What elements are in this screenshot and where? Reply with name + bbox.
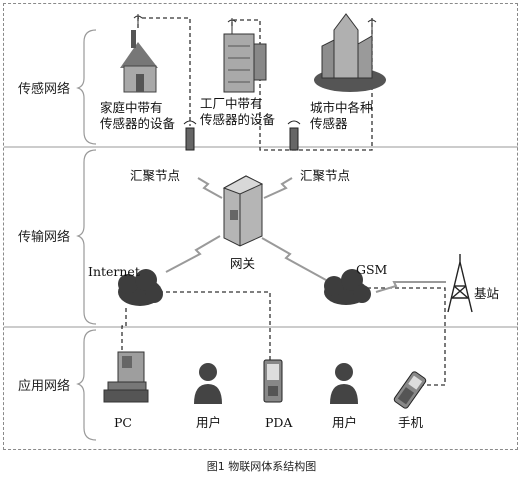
layer-label-transport: 传输网络 bbox=[18, 230, 71, 245]
label-gsm: GSM bbox=[356, 262, 388, 277]
wired-links bbox=[121, 17, 446, 386]
label-sink-node-right: 汇聚节点 bbox=[300, 168, 351, 183]
base-station-tower-icon bbox=[447, 254, 473, 313]
label-factory-devices: 工厂中带有 传感器的设备 bbox=[200, 96, 276, 127]
label-sink-node-left: 汇聚节点 bbox=[130, 168, 181, 183]
application-bracket bbox=[76, 329, 97, 441]
layer-label-sensing: 传感网络 bbox=[18, 82, 71, 97]
wireless-gateway-internet bbox=[165, 235, 221, 273]
label-mobile-phone: 手机 bbox=[398, 415, 424, 430]
user-right-icon bbox=[330, 363, 358, 404]
link-home-sink bbox=[137, 17, 191, 126]
city-antenna-icon bbox=[367, 18, 377, 36]
label-internet: Internet bbox=[88, 264, 140, 279]
label-home-devices: 家庭中带有 传感器的设备 bbox=[100, 100, 176, 131]
link-factory-city bbox=[231, 18, 373, 151]
gateway-icon bbox=[222, 175, 264, 247]
sink-node-left-icon bbox=[183, 120, 197, 151]
link-internet-pda bbox=[152, 291, 271, 360]
user-left-icon bbox=[194, 363, 222, 404]
transport-bracket bbox=[76, 149, 97, 325]
label-city-sensors: 城市中各种 传感器 bbox=[310, 100, 373, 131]
internet-cloud-icon bbox=[118, 269, 163, 306]
figure-caption: 图1 物联网体系结构图 bbox=[206, 460, 317, 473]
label-user-left: 用户 bbox=[196, 415, 222, 430]
link-internet-pc bbox=[121, 308, 127, 352]
pda-icon bbox=[263, 359, 283, 403]
gsm-cloud-icon bbox=[324, 269, 371, 305]
pc-icon bbox=[103, 351, 149, 403]
home-antenna-icon bbox=[133, 14, 143, 28]
label-pda: PDA bbox=[265, 415, 293, 430]
layer-label-application: 应用网络 bbox=[18, 379, 71, 394]
home-building-icon bbox=[120, 30, 158, 93]
diagram-frame bbox=[3, 3, 518, 450]
wireless-links bbox=[165, 177, 446, 293]
sink-node-right-icon bbox=[287, 120, 301, 151]
factory-antenna-icon bbox=[227, 18, 237, 34]
wireless-sink-left-gateway bbox=[197, 177, 223, 199]
wireless-sink-right-gateway bbox=[263, 177, 293, 199]
label-gateway: 网关 bbox=[230, 256, 256, 271]
wireless-gsm-base bbox=[375, 281, 446, 293]
link-gsm-phone bbox=[360, 287, 446, 386]
sensing-bracket bbox=[76, 29, 97, 145]
layer-separators bbox=[4, 146, 518, 328]
city-buildings-icon bbox=[314, 13, 386, 92]
label-pc: PC bbox=[114, 415, 132, 430]
label-user-right: 用户 bbox=[332, 415, 358, 430]
mobile-phone-icon bbox=[393, 371, 427, 409]
layer-brackets bbox=[76, 29, 97, 441]
label-base-station: 基站 bbox=[474, 286, 500, 301]
wireless-gateway-gsm bbox=[261, 237, 327, 281]
factory-building-icon bbox=[223, 33, 267, 93]
